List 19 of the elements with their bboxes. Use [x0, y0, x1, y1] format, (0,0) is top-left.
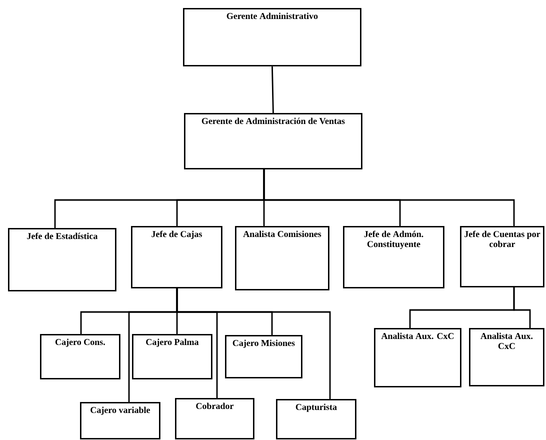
connector-line: [263, 168, 515, 226]
org-box: Capturista: [276, 399, 356, 440]
connector-line: [176, 287, 331, 399]
org-box: Analista Aux. CxC: [374, 328, 462, 388]
org-box: Jefe de Estadística: [8, 228, 116, 292]
org-box: Jefe de Cuentas por cobrar: [460, 226, 544, 288]
org-box: Gerente Administrativo: [183, 8, 362, 66]
org-box: Gerente de Administración de Ventas: [184, 113, 362, 170]
org-box: Analista Comisiones: [235, 226, 330, 290]
org-box: Cobrador: [175, 398, 254, 440]
org-box: Cajero Cons.: [40, 334, 120, 380]
org-box: Jefe de Cajas: [131, 226, 222, 288]
connector-line: [272, 66, 274, 114]
connector-line: [513, 286, 531, 328]
org-box: Cajero Misiones: [225, 335, 302, 378]
org-box: Analista Aux. CxC: [469, 328, 544, 386]
org-box: Cajero variable: [80, 402, 160, 440]
org-box: Jefe de Admón. Constituyente: [343, 226, 444, 288]
org-box: Cajero Palma: [132, 334, 212, 380]
